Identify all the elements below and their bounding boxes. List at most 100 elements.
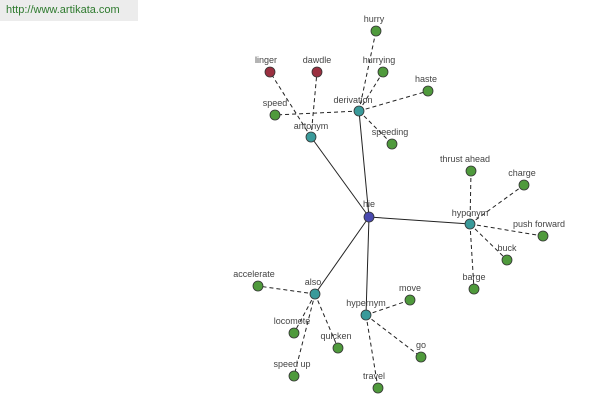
node-accelerate[interactable]: accelerate bbox=[233, 269, 275, 292]
node-label: barge bbox=[462, 272, 485, 282]
node-label: hurry bbox=[364, 14, 385, 24]
node-move[interactable]: move bbox=[399, 283, 421, 306]
node-speeding[interactable]: speeding bbox=[372, 127, 409, 150]
node-hurry[interactable]: hurry bbox=[364, 14, 385, 37]
node-derivation[interactable]: derivation bbox=[333, 95, 373, 117]
node-label: buck bbox=[497, 243, 517, 253]
node-hypernym[interactable]: hypernym bbox=[346, 298, 386, 321]
node-hurrying[interactable]: hurrying bbox=[363, 55, 396, 78]
node-push-forward[interactable]: push forward bbox=[513, 219, 565, 242]
node-label: move bbox=[399, 283, 421, 293]
edge-derivation-hurrying bbox=[358, 71, 384, 112]
source-link[interactable]: http://www.artikata.com bbox=[0, 0, 138, 21]
node-hie[interactable]: hie bbox=[363, 199, 375, 223]
node-marker[interactable] bbox=[537, 230, 549, 242]
edge-hyponym-push-forward bbox=[469, 223, 544, 237]
node-marker[interactable] bbox=[372, 382, 384, 394]
node-marker[interactable] bbox=[464, 218, 476, 230]
node-travel[interactable]: travel bbox=[363, 371, 385, 394]
node-quicken[interactable]: quicken bbox=[320, 331, 352, 354]
edge-derivation-haste bbox=[358, 90, 429, 112]
node-label: haste bbox=[415, 74, 437, 84]
node-go[interactable]: go bbox=[415, 340, 427, 363]
node-haste[interactable]: haste bbox=[415, 74, 437, 97]
node-speed[interactable]: speed bbox=[263, 98, 288, 121]
node-also[interactable]: also bbox=[305, 277, 322, 300]
node-marker[interactable] bbox=[353, 105, 365, 117]
edge-hie-derivation bbox=[358, 110, 370, 218]
node-buck[interactable]: buck bbox=[497, 243, 517, 266]
edge-also-locomote bbox=[293, 293, 316, 334]
node-marker[interactable] bbox=[269, 109, 281, 121]
edge-derivation-speed bbox=[274, 110, 360, 116]
node-thrust-ahead[interactable]: thrust ahead bbox=[440, 154, 490, 177]
node-hyponym[interactable]: hyponym bbox=[452, 208, 489, 230]
node-linger[interactable]: linger bbox=[255, 55, 277, 78]
node-marker[interactable] bbox=[386, 138, 398, 150]
node-marker[interactable] bbox=[305, 131, 317, 143]
edge-hyponym-buck bbox=[469, 223, 508, 261]
node-label: hyponym bbox=[452, 208, 489, 218]
node-label: push forward bbox=[513, 219, 565, 229]
node-barge[interactable]: barge bbox=[462, 272, 486, 295]
edge-hypernym-go bbox=[365, 314, 422, 358]
node-label: go bbox=[416, 340, 426, 350]
node-label: antonym bbox=[294, 121, 329, 131]
node-antonym[interactable]: antonym bbox=[294, 121, 329, 143]
node-label: speed up bbox=[273, 359, 310, 369]
node-marker[interactable] bbox=[311, 66, 323, 78]
node-label: charge bbox=[508, 168, 536, 178]
node-label: derivation bbox=[333, 95, 372, 105]
edge-derivation-speeding bbox=[358, 110, 393, 145]
node-label: linger bbox=[255, 55, 277, 65]
edge-antonym-dawdle bbox=[310, 71, 318, 138]
node-label: thrust ahead bbox=[440, 154, 490, 164]
edge-hie-antonym bbox=[310, 136, 370, 218]
node-dawdle[interactable]: dawdle bbox=[303, 55, 332, 78]
node-marker[interactable] bbox=[309, 288, 321, 300]
node-label: hurrying bbox=[363, 55, 396, 65]
node-marker[interactable] bbox=[404, 294, 416, 306]
node-label: quicken bbox=[320, 331, 351, 341]
node-label: accelerate bbox=[233, 269, 275, 279]
node-label: speeding bbox=[372, 127, 409, 137]
edge-hie-hypernym bbox=[365, 216, 370, 316]
node-marker[interactable] bbox=[332, 342, 344, 354]
edge-hypernym-travel bbox=[365, 314, 379, 389]
node-marker[interactable] bbox=[518, 179, 530, 191]
node-marker[interactable] bbox=[360, 309, 372, 321]
edge-also-accelerate bbox=[257, 285, 316, 295]
edge-also-speed-up bbox=[293, 293, 316, 377]
edge-hypernym-move bbox=[365, 299, 411, 316]
node-label: locomote bbox=[274, 316, 311, 326]
node-label: hypernym bbox=[346, 298, 386, 308]
graph-nodes: hie antonym derivation hyponym also hypernym l… bbox=[233, 14, 565, 394]
node-speed-up[interactable]: speed up bbox=[273, 359, 311, 382]
graph-edges bbox=[257, 30, 544, 389]
edge-hyponym-barge bbox=[469, 223, 475, 290]
node-locomote[interactable]: locomote bbox=[274, 316, 311, 339]
node-marker[interactable] bbox=[465, 165, 477, 177]
node-charge[interactable]: charge bbox=[508, 168, 536, 191]
node-label: dawdle bbox=[303, 55, 332, 65]
node-marker[interactable] bbox=[501, 254, 513, 266]
node-marker[interactable] bbox=[252, 280, 264, 292]
node-label: speed bbox=[263, 98, 288, 108]
edge-also-quicken bbox=[314, 293, 339, 349]
node-marker[interactable] bbox=[377, 66, 389, 78]
node-marker[interactable] bbox=[264, 66, 276, 78]
node-label: travel bbox=[363, 371, 385, 381]
node-marker[interactable] bbox=[288, 327, 300, 339]
node-marker[interactable] bbox=[288, 370, 300, 382]
node-marker[interactable] bbox=[468, 283, 480, 295]
edge-hie-hyponym bbox=[368, 216, 471, 225]
edge-antonym-linger bbox=[269, 71, 312, 138]
node-marker[interactable] bbox=[363, 211, 375, 223]
edge-hie-also bbox=[314, 216, 370, 295]
node-marker[interactable] bbox=[370, 25, 382, 37]
node-label: hie bbox=[363, 199, 375, 209]
node-marker[interactable] bbox=[422, 85, 434, 97]
node-label: also bbox=[305, 277, 322, 287]
node-marker[interactable] bbox=[415, 351, 427, 363]
